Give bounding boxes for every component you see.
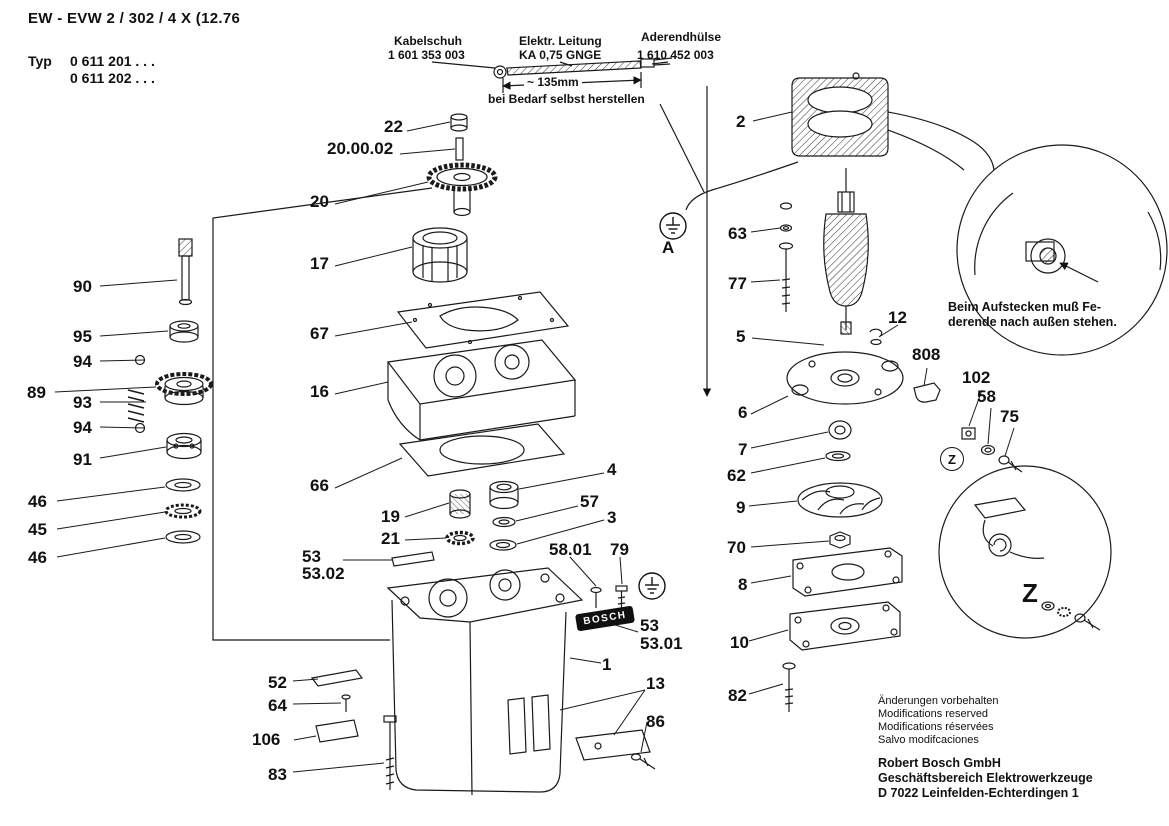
part-label-53: 53 — [302, 547, 321, 566]
part-label-70: 70 — [727, 538, 746, 557]
company-name: Robert Bosch GmbH — [878, 756, 1001, 770]
part-label-94: 94 — [73, 418, 92, 437]
part-label-19: 19 — [381, 507, 400, 526]
part-label-64: 64 — [268, 696, 287, 715]
part-label-79: 79 — [610, 540, 629, 559]
motor-housing-art — [310, 567, 656, 796]
part-label-90: 90 — [73, 277, 92, 296]
detail-marker-z: Z — [940, 447, 964, 471]
part-label-20: 20 — [310, 192, 329, 211]
part-label-53.02: 53.02 — [302, 564, 345, 583]
right-stack-art — [685, 72, 1023, 712]
part-label-12: 12 — [888, 308, 907, 327]
part-label-22: 22 — [384, 117, 403, 136]
part-label-17: 17 — [310, 254, 329, 273]
part-label-7: 7 — [738, 440, 748, 459]
aderendhuelse-number: 1 610 452 003 — [637, 48, 714, 62]
part-label-91: 91 — [73, 450, 92, 469]
part-label-4: 4 — [607, 460, 617, 479]
part-label-62: 62 — [727, 466, 746, 485]
part-label-6: 6 — [738, 403, 748, 422]
z-inset-art — [938, 465, 1112, 639]
part-label-9: 9 — [736, 498, 746, 517]
left-assembly-art — [127, 187, 433, 641]
part-label-77: 77 — [728, 274, 747, 293]
part-label-63: 63 — [728, 224, 747, 243]
legal-line-en: Modifications reserved — [878, 708, 989, 720]
cable-dimension: ~ 135mm — [524, 75, 582, 89]
part-label-75: 75 — [1000, 407, 1019, 426]
kabelschuh-number: 1 601 353 003 — [388, 48, 465, 62]
leitung-label: Elektr. Leitung — [519, 34, 602, 48]
part-label-52: 52 — [268, 673, 287, 692]
company-division: Geschäftsbereich Elektrowerkzeuge — [878, 771, 1093, 785]
part-label-58: 58 — [977, 387, 996, 406]
part-label-89: 89 — [27, 383, 46, 402]
spring-note-line1: Beim Aufstecken muß Fe- — [948, 300, 1102, 314]
part-label-53: 53 — [640, 616, 659, 635]
leader-lines — [54, 111, 1015, 773]
leitung-number: KA 0,75 GNGE — [519, 48, 602, 62]
part-label-45: 45 — [28, 520, 47, 539]
part-label-13: 13 — [646, 674, 665, 693]
top-inset-art — [956, 144, 1168, 356]
part-label-95: 95 — [73, 327, 92, 346]
part-label-20.00.02: 20.00.02 — [327, 139, 394, 158]
part-label-67: 67 — [310, 324, 329, 343]
part-label-8: 8 — [738, 575, 748, 594]
part-label-46: 46 — [28, 492, 47, 511]
part-label-808: 808 — [912, 345, 941, 364]
part-label-57: 57 — [580, 492, 599, 511]
view-marker-a: A — [662, 238, 675, 257]
part-label-21: 21 — [381, 529, 400, 548]
part-label-10: 10 — [730, 633, 749, 652]
part-label-46: 46 — [28, 548, 47, 567]
part-label-86: 86 — [646, 712, 665, 731]
part-label-82: 82 — [728, 686, 747, 705]
part-label-16: 16 — [310, 382, 329, 401]
typ-label: Typ — [28, 53, 52, 69]
part-label-5: 5 — [736, 327, 746, 346]
legal-line-fr: Modifications réservées — [878, 721, 994, 733]
part-label-106: 106 — [252, 730, 281, 749]
part-label-53.01: 53.01 — [640, 634, 683, 653]
typ-number-2: 0 611 202 . . . — [70, 70, 155, 86]
detail-z-label: Z — [1022, 578, 1038, 608]
part-label-94: 94 — [73, 352, 92, 371]
middle-stack-art — [386, 113, 577, 567]
part-label-66: 66 — [310, 476, 329, 495]
kabelschuh-label: Kabelschuh — [394, 34, 463, 48]
legal-line-de: Änderungen vorbehalten — [878, 695, 999, 707]
spring-note-line2: derende nach außen stehen. — [948, 315, 1117, 329]
legal-line-es: Salvo modifcaciones — [878, 734, 979, 746]
part-label-3: 3 — [607, 508, 617, 527]
drawing-number: EW - EVW 2 / 302 / 4 X (12.76 — [28, 10, 241, 27]
company-address: D 7022 Leinfelden-Echterdingen 1 — [878, 786, 1079, 800]
typ-number-1: 0 611 201 . . . — [70, 53, 155, 69]
part-label-102: 102 — [962, 368, 991, 387]
aderendhuelse-label: Aderendhülse — [641, 30, 722, 44]
part-label-58.01: 58.01 — [549, 540, 592, 559]
part-label-93: 93 — [73, 393, 92, 412]
cable-note: bei Bedarf selbst herstellen — [488, 92, 645, 106]
part-label-1: 1 — [602, 655, 612, 674]
part-label-2: 2 — [736, 112, 746, 131]
part-label-83: 83 — [268, 765, 287, 784]
